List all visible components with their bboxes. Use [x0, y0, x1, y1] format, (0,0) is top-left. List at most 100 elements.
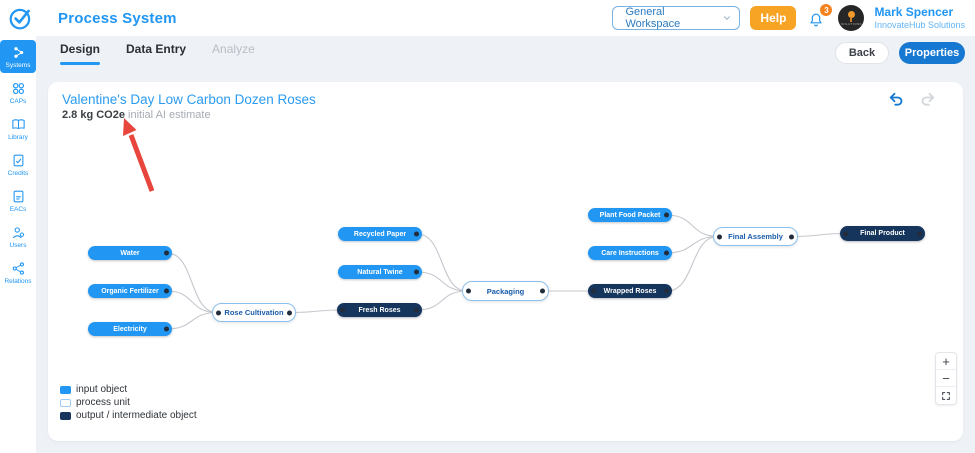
port-right: [917, 231, 922, 236]
node-label: Final Assembly: [728, 232, 783, 241]
port-left: [216, 310, 221, 315]
avatar-bulb-icon: [847, 11, 855, 18]
redo-icon[interactable]: [919, 90, 937, 108]
node-natural-twine[interactable]: Natural Twine: [338, 265, 422, 279]
node-label: Packaging: [486, 286, 525, 296]
node-electricity[interactable]: Electricity: [88, 322, 172, 336]
top-actions: Back Properties: [835, 42, 965, 64]
legend-swatch-output: [60, 411, 71, 420]
sidebar-item-systems[interactable]: Systems: [0, 40, 36, 73]
node-label: Recycled Paper: [353, 230, 407, 238]
node-care-instructions[interactable]: Care Instructions: [588, 246, 672, 260]
app-logo-check-icon: [9, 8, 31, 30]
sidebar-item-relations[interactable]: Relations: [0, 256, 36, 289]
notifications-button[interactable]: 3: [808, 4, 833, 29]
port-left: [843, 231, 848, 236]
legend-item-process: process unit: [60, 397, 197, 408]
tab-data-entry[interactable]: Data Entry: [126, 42, 187, 56]
sidebar-item-credits[interactable]: Credits: [0, 148, 36, 181]
sidebar-item-users[interactable]: Users: [0, 220, 36, 253]
system-title: Valentine's Day Low Carbon Dozen Roses: [62, 92, 316, 107]
credits-icon: [11, 153, 26, 168]
sidebar-item-eacs[interactable]: EACs: [0, 184, 36, 217]
estimate-value: 2.8 kg CO2e: [62, 109, 125, 121]
history-controls: [887, 90, 937, 108]
fullscreen-icon: [942, 391, 950, 400]
node-wrapped-roses[interactable]: Wrapped Roses: [588, 284, 672, 298]
tab-analyze[interactable]: Analyze: [212, 42, 255, 56]
legend-item-output: output / intermediate object: [60, 410, 197, 421]
node-packaging[interactable]: Packaging: [462, 281, 549, 301]
port-right: [414, 307, 419, 313]
zoom-out-button[interactable]: −: [936, 370, 956, 387]
systems-icon: [11, 45, 26, 60]
sidebar-item-label: Relations: [4, 278, 32, 285]
estimate-note: initial AI estimate: [128, 109, 211, 121]
legend-label: input object: [76, 384, 128, 395]
node-organic-fertilizer[interactable]: Organic Fertilizer: [88, 284, 172, 298]
port-right: [664, 212, 669, 218]
legend-swatch-process: [60, 398, 71, 407]
port-right: [414, 269, 419, 275]
port-left: [340, 307, 345, 313]
port-right: [164, 250, 169, 256]
chevron-down-icon: [723, 16, 730, 20]
sidebar-item-caps[interactable]: CAPs: [0, 76, 36, 109]
port-right: [540, 288, 545, 294]
zoom-in-button[interactable]: +: [936, 353, 956, 370]
canvas-zoom-controls: + −: [935, 352, 957, 405]
port-right: [664, 288, 669, 294]
sidebar-item-label: Library: [8, 134, 28, 141]
port-left: [591, 288, 596, 294]
bell-icon: [810, 13, 823, 27]
node-final-assembly[interactable]: Final Assembly: [713, 227, 798, 246]
port-left: [717, 234, 722, 239]
sidebar-item-library[interactable]: Library: [0, 112, 36, 145]
sidebar-item-label: Credits: [7, 170, 29, 177]
port-right: [164, 326, 169, 332]
node-label: Organic Fertilizer: [101, 287, 159, 295]
node-water[interactable]: Water: [88, 246, 172, 260]
port-left: [466, 288, 471, 294]
sidebar-item-label: Systems: [5, 62, 31, 69]
node-final-product[interactable]: Final Product: [840, 226, 925, 241]
design-canvas: Valentine's Day Low Carbon Dozen Roses 2…: [48, 82, 963, 441]
back-button[interactable]: Back: [835, 42, 889, 64]
fit-view-button[interactable]: [936, 387, 956, 404]
node-recycled-paper[interactable]: Recycled Paper: [338, 227, 422, 241]
legend-label: output / intermediate object: [76, 410, 197, 421]
node-label: Care Instructions: [601, 249, 659, 257]
node-fresh-roses[interactable]: Fresh Roses: [337, 303, 422, 317]
tab-design[interactable]: Design: [60, 42, 101, 65]
properties-button[interactable]: Properties: [899, 42, 965, 64]
port-right: [287, 310, 292, 315]
avatar[interactable]: SOLUTIONS: [838, 5, 865, 31]
node-label: Natural Twine: [357, 268, 403, 276]
user-name: Mark Spencer: [874, 5, 954, 20]
port-right: [664, 250, 669, 256]
carbon-estimate: 2.8 kg CO2e initial AI estimate: [62, 109, 211, 121]
node-rose-cultivation[interactable]: Rose Cultivation: [212, 303, 296, 322]
undo-icon[interactable]: [887, 90, 905, 108]
workspace-selector[interactable]: General Workspace: [612, 6, 741, 30]
sidebar-item-label: Users: [9, 242, 27, 249]
legend-item-input: input object: [60, 384, 197, 395]
legend-swatch-input: [60, 385, 71, 394]
relations-icon: [11, 261, 26, 276]
node-label: Plant Food Packet: [599, 211, 661, 219]
page-title: Process System: [58, 9, 177, 27]
library-icon: [11, 117, 26, 132]
node-plant-food-packet[interactable]: Plant Food Packet: [588, 208, 672, 222]
port-right: [164, 288, 169, 294]
user-organization: InnovateHub Solutions: [874, 19, 965, 30]
eacs-icon: [11, 189, 26, 204]
legend-label: process unit: [76, 397, 130, 408]
user-info[interactable]: Mark Spencer InnovateHub Solutions: [874, 5, 969, 30]
workspace-selected-label: General Workspace: [625, 6, 681, 30]
node-label: Rose Cultivation: [224, 308, 284, 317]
sidebar-item-label: CAPs: [9, 98, 27, 105]
help-button[interactable]: Help: [750, 6, 797, 30]
node-label: Fresh Roses: [358, 306, 401, 314]
